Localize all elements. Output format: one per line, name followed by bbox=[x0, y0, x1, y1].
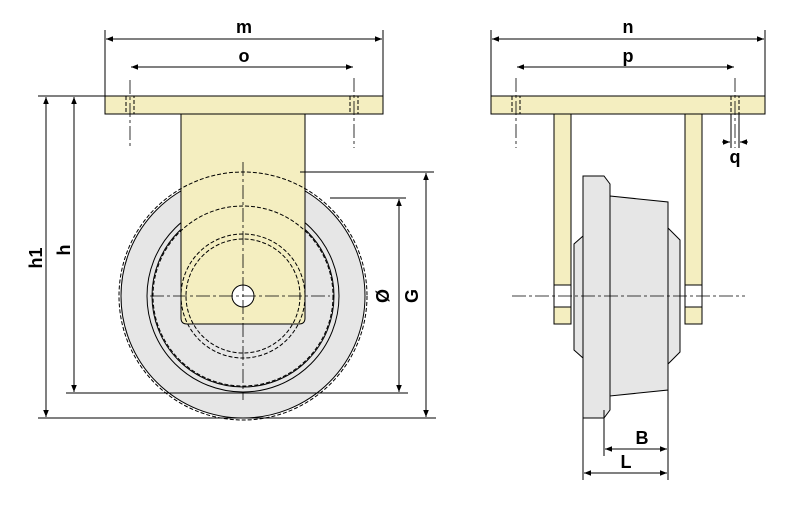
label-q: q bbox=[730, 147, 741, 167]
front-dimensions: m o h1 h Ø G bbox=[26, 17, 436, 419]
front-top-plate bbox=[104, 95, 384, 115]
label-G: G bbox=[402, 289, 422, 303]
label-diameter: Ø bbox=[373, 289, 393, 303]
label-L: L bbox=[621, 452, 632, 472]
side-dimensions: n p q B L bbox=[490, 17, 766, 480]
side-top-plate bbox=[490, 95, 766, 115]
label-h1: h1 bbox=[26, 247, 46, 268]
label-B: B bbox=[636, 428, 649, 448]
label-m: m bbox=[236, 17, 252, 37]
label-p: p bbox=[623, 46, 634, 66]
side-hub-left bbox=[573, 234, 584, 360]
label-o: o bbox=[239, 46, 250, 66]
side-view bbox=[490, 78, 766, 419]
front-view bbox=[104, 78, 384, 421]
side-wheel-flange bbox=[582, 175, 611, 419]
label-h: h bbox=[54, 245, 74, 256]
label-n: n bbox=[623, 17, 634, 37]
